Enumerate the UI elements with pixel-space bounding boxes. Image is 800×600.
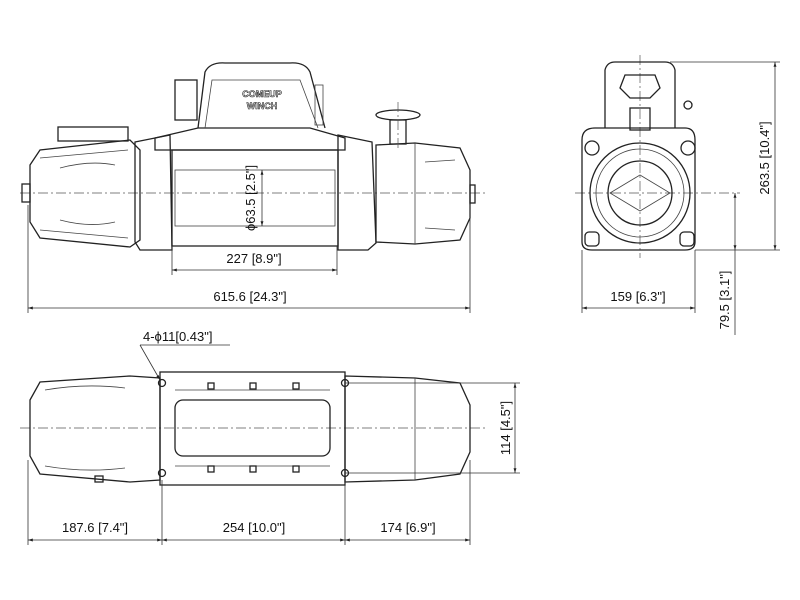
bottom-view: 4-ϕ11[0.43"] 114 [4.5"] 187.6 [7.4"] 254… [20,329,520,545]
tie-bar [154,127,346,151]
left-offset-dimension: 187.6 [7.4"] [62,520,128,535]
overall-length-dimension: 615.6 [24.3"] [213,289,286,304]
holes-callout: 4-ϕ11[0.43"] [143,329,212,344]
front-view: COMEUP WINCH ϕ63.5 [2.5"] 227 [8.9"] 615… [20,62,485,313]
drum-diameter-dimension: ϕ63.5 [2.5"] [243,165,258,231]
control-box: COMEUP WINCH [174,62,326,129]
bolt-spacing-dimension: 254 [10.0"] [223,520,285,535]
side-view: 263.5 [10.4"] 159 [6.3"] 79.5 [3.1"] [575,55,780,335]
brand-logo-line1: COMEUP [242,89,282,99]
drum-length-dimension: 227 [8.9"] [226,251,281,266]
clutch-handle [375,102,421,150]
bolt-width-dimension: 114 [4.5"] [498,401,513,455]
right-offset-dimension: 174 [6.9"] [380,520,435,535]
brand-logo-line2: WINCH [247,101,278,111]
motor [21,126,141,248]
center-height-dimension: 79.5 [3.1"] [717,271,732,330]
width-dimension: 159 [6.3"] [610,289,665,304]
right-end-bracket [337,134,377,251]
height-dimension: 263.5 [10.4"] [757,121,772,194]
gearbox [375,142,476,245]
